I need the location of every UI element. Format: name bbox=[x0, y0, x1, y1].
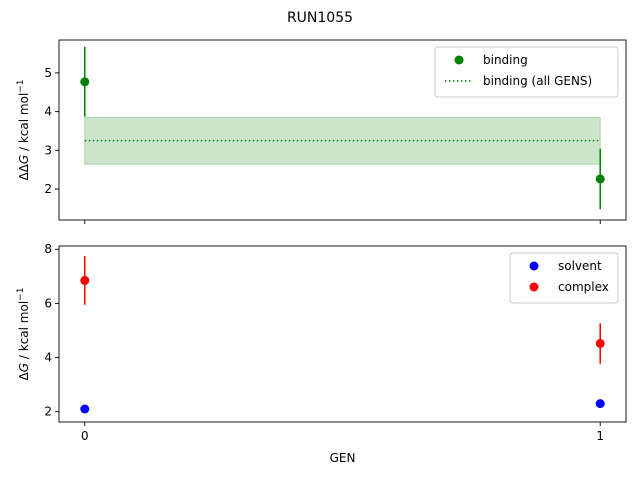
data-point bbox=[80, 77, 90, 87]
legend-point-marker bbox=[454, 55, 464, 65]
y-axis-label: ΔΔG / kcal mol−1 bbox=[16, 79, 31, 180]
y-tick-label: 4 bbox=[44, 351, 52, 365]
y-axis-label: ΔG / kcal mol−1 bbox=[16, 288, 31, 381]
y-tick-label: 8 bbox=[44, 242, 52, 256]
legend-point-marker bbox=[529, 282, 539, 292]
legend-point-marker bbox=[529, 261, 539, 271]
data-point bbox=[80, 275, 90, 285]
data-point bbox=[595, 174, 605, 184]
legend-frame bbox=[434, 46, 619, 98]
y-tick-label: 2 bbox=[44, 182, 52, 196]
x-tick-label: 0 bbox=[81, 429, 89, 443]
legend: solvent complex bbox=[509, 252, 619, 304]
y-tick-label: 3 bbox=[44, 143, 52, 157]
legend-label: solvent bbox=[558, 259, 602, 273]
y-tick-label: 2 bbox=[44, 405, 52, 419]
legend-label: complex bbox=[558, 280, 609, 294]
legend-label: binding bbox=[483, 53, 528, 67]
legend: binding binding (all GENS) bbox=[434, 46, 619, 98]
data-point bbox=[80, 404, 90, 414]
x-axis-label: GEN bbox=[330, 451, 356, 465]
figure-title: RUN1055 bbox=[287, 10, 353, 26]
y-tick-label: 6 bbox=[44, 296, 52, 310]
y-tick-label: 5 bbox=[44, 66, 52, 80]
uncertainty-band bbox=[84, 116, 601, 165]
data-point bbox=[595, 338, 605, 348]
data-point bbox=[595, 399, 605, 409]
axes-frame bbox=[58, 245, 627, 423]
axes-frame bbox=[58, 39, 627, 221]
legend-label: binding (all GENS) bbox=[483, 74, 592, 88]
x-tick-label: 1 bbox=[596, 429, 604, 443]
y-tick-label: 4 bbox=[44, 105, 52, 119]
